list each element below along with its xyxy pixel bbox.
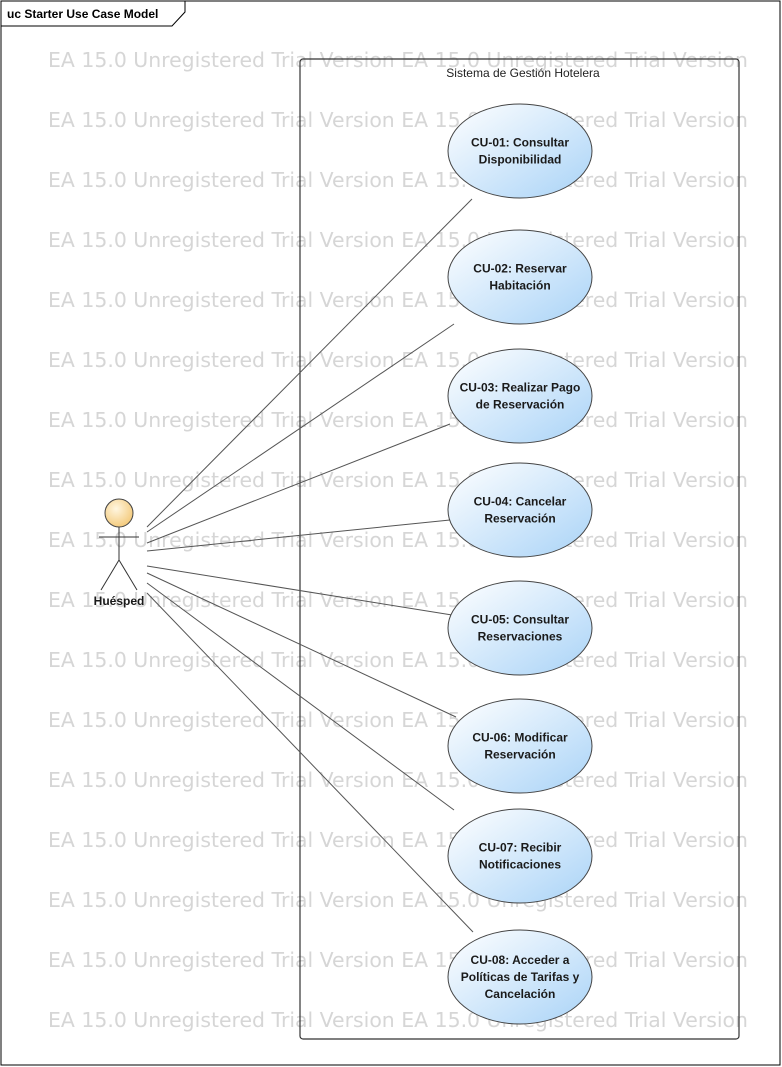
use-case-label-line: CU-02: Reservar	[473, 262, 567, 276]
association-cu-08[interactable]	[146, 592, 474, 933]
association-cu-01[interactable]	[146, 198, 473, 528]
use-case-ellipse	[447, 103, 593, 199]
use-case-label-line: CU-03: Realizar Pago	[460, 381, 581, 395]
associations	[146, 198, 474, 933]
use-case-label-line: Disponibilidad	[479, 153, 562, 167]
use-case-cu-03[interactable]: CU-03: Realizar Pago de Reservación	[447, 348, 593, 444]
frame-title: uc Starter Use Case Model	[7, 7, 158, 21]
watermark-text: EA 15.0 Unregistered Trial Version EA 15…	[48, 348, 748, 372]
actor-head	[104, 498, 134, 528]
watermark-text: EA 15.0 Unregistered Trial Version EA 15…	[48, 48, 748, 72]
use-case-label-line: CU-08: Acceder a	[471, 953, 570, 967]
association-cu-04[interactable]	[146, 519, 451, 552]
use-case-cu-08[interactable]: CU-08: Acceder a Políticas de Tarifas y Ca…	[447, 929, 593, 1025]
use-case-label-line: de Reservación	[476, 398, 565, 412]
watermark-text: EA 15.0 Unregistered Trial Version EA 15…	[48, 588, 748, 612]
watermark-text: EA 15.0 Unregistered Trial Version EA 15…	[48, 468, 748, 492]
use-case-label-line: Reservación	[484, 748, 555, 762]
watermark-layer: EA 15.0 Unregistered Trial Version EA 15…	[48, 48, 748, 1032]
use-case-label-line: Reservaciones	[478, 630, 563, 644]
use-case-label-line: CU-06: Modificar	[472, 731, 568, 745]
use-case-label-line: Habitación	[489, 279, 550, 293]
actor-right-leg	[118, 559, 138, 591]
watermark-text: EA 15.0 Unregistered Trial Version EA 15…	[48, 108, 748, 132]
association-cu-05[interactable]	[146, 565, 453, 616]
use-case-label-line: CU-04: Cancelar	[474, 495, 567, 509]
watermark-text: EA 15.0 Unregistered Trial Version EA 15…	[48, 168, 748, 192]
use-case-ellipse	[447, 698, 593, 794]
actor-left-leg	[100, 559, 120, 591]
association-cu-02[interactable]	[146, 323, 455, 533]
use-case-ellipse	[447, 462, 593, 558]
association-cu-06[interactable]	[146, 572, 457, 718]
watermark-text: EA 15.0 Unregistered Trial Version EA 15…	[48, 648, 748, 672]
use-case-label-line: CU-01: Consultar	[471, 136, 569, 150]
use-case-label-line: Políticas de Tarifas y	[461, 970, 580, 984]
use-case-label-line: CU-05: Consultar	[471, 613, 569, 627]
system-boundary[interactable]	[299, 58, 740, 1040]
use-case-ellipse	[447, 348, 593, 444]
watermark-text: EA 15.0 Unregistered Trial Version EA 15…	[48, 528, 748, 552]
watermark-text: EA 15.0 Unregistered Trial Version EA 15…	[48, 1008, 748, 1032]
watermark-text: EA 15.0 Unregistered Trial Version EA 15…	[48, 888, 748, 912]
use-case-ellipse	[447, 929, 593, 1025]
use-case-ellipse	[447, 580, 593, 676]
use-case-label-line: Reservación	[484, 512, 555, 526]
association-cu-07[interactable]	[146, 582, 455, 811]
watermark-text: EA 15.0 Unregistered Trial Version EA 15…	[48, 288, 748, 312]
use-case-ellipse	[447, 229, 593, 325]
use-case-label-line: CU-07: Recibir	[479, 841, 562, 855]
watermark-text: EA 15.0 Unregistered Trial Version EA 15…	[48, 708, 748, 732]
use-case-label-line: Notificaciones	[479, 858, 561, 872]
system-boundary-title: Sistema de Gestión Hotelera	[446, 66, 600, 80]
watermark-text: EA 15.0 Unregistered Trial Version EA 15…	[48, 228, 748, 252]
use-case-label-line: Cancelación	[485, 987, 556, 1001]
watermark-text: EA 15.0 Unregistered Trial Version EA 15…	[48, 948, 748, 972]
watermark-text: EA 15.0 Unregistered Trial Version EA 15…	[48, 768, 748, 792]
actor-huesped[interactable]: Huésped	[94, 498, 145, 608]
frame-title-tab	[0, 0, 186, 27]
actor-label: Huésped	[94, 594, 145, 608]
use-case-ellipse	[447, 808, 593, 904]
watermark-text: EA 15.0 Unregistered Trial Version EA 15…	[48, 408, 748, 432]
association-cu-03[interactable]	[146, 423, 451, 544]
watermark-text: EA 15.0 Unregistered Trial Version EA 15…	[48, 828, 748, 852]
